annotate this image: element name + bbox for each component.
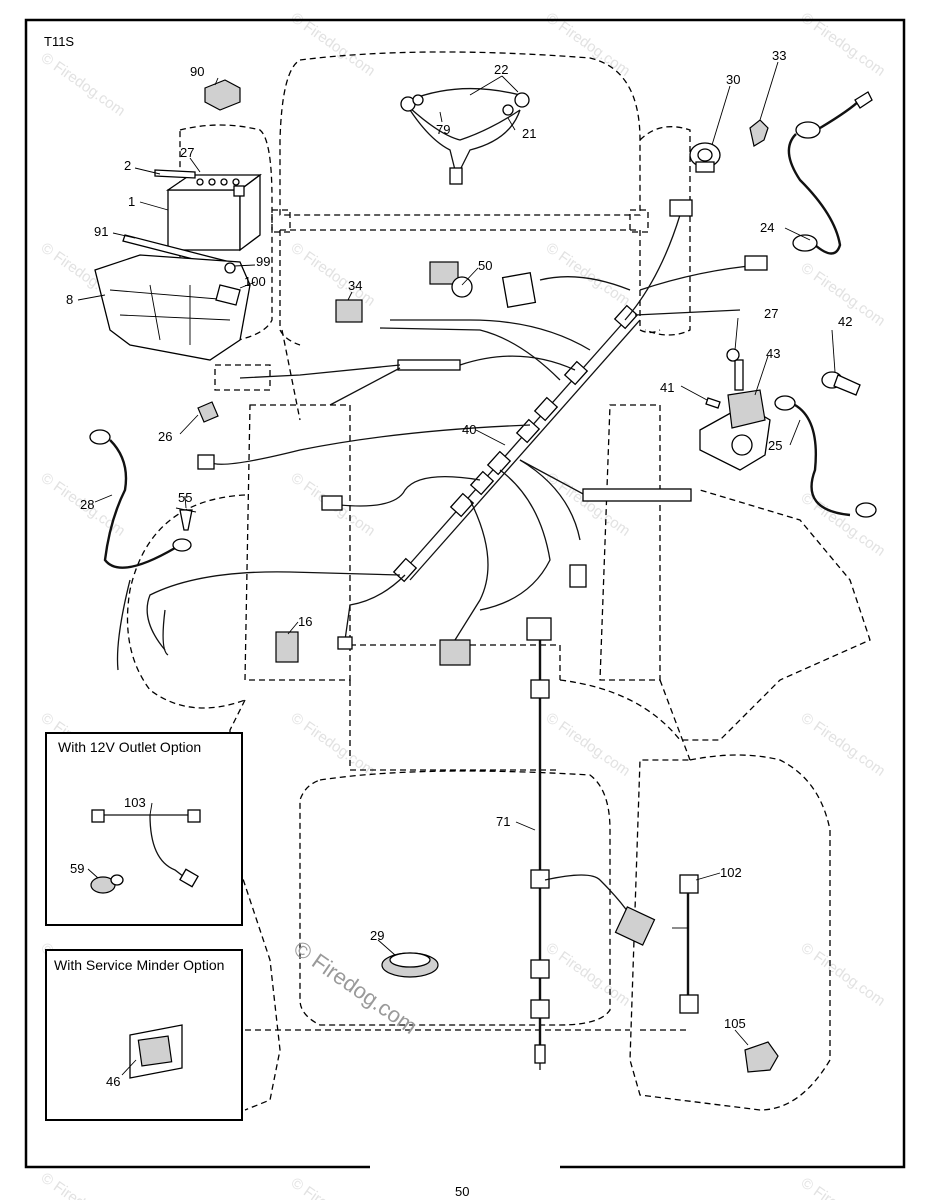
- battery-bolt: [154, 169, 196, 179]
- part-label: 71: [496, 814, 510, 829]
- part-label: 103: [124, 795, 146, 810]
- part-label: 27: [764, 306, 778, 321]
- bolt-55: [175, 507, 197, 531]
- part-label: 99: [256, 254, 270, 269]
- watermark: © Firedog.com: [543, 709, 634, 779]
- part-label: 42: [838, 314, 852, 329]
- diagram-code: T11S: [44, 34, 74, 49]
- bolt-41: [705, 397, 721, 409]
- part-label: 24: [760, 220, 774, 235]
- fuse-26: [197, 401, 219, 423]
- part-label: 33: [772, 48, 786, 63]
- alarm-29: [381, 952, 439, 978]
- leader-lines: [77, 61, 836, 1076]
- part-label: 34: [348, 278, 362, 293]
- solenoid-43: [699, 348, 771, 471]
- sensor-105: [744, 1041, 779, 1073]
- part-label: 55: [178, 490, 192, 505]
- part-label: 28: [80, 497, 94, 512]
- battery-cable-24: [787, 91, 873, 255]
- cable-28: [89, 429, 192, 569]
- ignition-key: [749, 119, 769, 147]
- page-number-gap: [370, 1160, 560, 1174]
- part-label: 27: [180, 145, 194, 160]
- terminal-42: [821, 371, 861, 396]
- harness-102: [672, 874, 699, 1014]
- loose-lead: [116, 579, 131, 671]
- part-label: 40: [462, 422, 476, 437]
- watermark: © Firedog.com: [288, 239, 379, 309]
- main-harness-40: [146, 199, 768, 666]
- ground-wire: [162, 609, 169, 656]
- watermark: © Firedog.com: [798, 489, 889, 559]
- part-label: 1: [128, 194, 135, 209]
- battery: [167, 189, 241, 251]
- ignition-switch: [689, 142, 721, 173]
- part-label: 50: [478, 258, 492, 273]
- page-number: 50: [455, 1184, 469, 1199]
- inset-title: With Service Minder Option: [54, 957, 224, 973]
- part-label: 16: [298, 614, 312, 629]
- part-label: 22: [494, 62, 508, 77]
- part-label: 59: [70, 861, 84, 876]
- part-label: 8: [66, 292, 73, 307]
- watermark: © Firedog.com: [798, 1174, 889, 1200]
- watermark: © Firedog.com: [798, 939, 889, 1009]
- battery-assembly: [94, 169, 262, 361]
- part-label: 102: [720, 865, 742, 880]
- watermark: © Firedog.com: [38, 49, 129, 119]
- switch-16: [275, 631, 299, 663]
- part-label: 100: [244, 274, 266, 289]
- watermark: © Firedog.com: [798, 709, 889, 779]
- part-label: 2: [124, 158, 131, 173]
- part-label: 25: [768, 438, 782, 453]
- part-label: 30: [726, 72, 740, 87]
- battery-tray: [94, 254, 251, 361]
- watermark: © Firedog.com: [288, 709, 379, 779]
- inset-12v-outlet: With 12V Outlet Option: [45, 732, 243, 926]
- headlight-harness: [400, 87, 530, 185]
- relay-34: [335, 299, 363, 323]
- center-watermark: © Firedog.com: [289, 936, 422, 1039]
- part-labels: 90 22 79 21 30 33 2 27 1 91 99 100 8 24 …: [66, 48, 852, 1089]
- watermark: © Firedog.com: [543, 939, 634, 1009]
- part-label: 26: [158, 429, 172, 444]
- battery-clip: [215, 284, 241, 306]
- tray-screw: [224, 262, 236, 274]
- part-label: 79: [436, 122, 450, 137]
- part-label: 90: [190, 64, 204, 79]
- part-label: 91: [94, 224, 108, 239]
- watermark: © Firedog.com: [288, 1174, 379, 1200]
- harness-71: [526, 617, 656, 1070]
- part-label: 29: [370, 928, 384, 943]
- cable-25: [774, 395, 877, 518]
- inset-service-minder: With Service Minder Option: [45, 949, 243, 1121]
- part-label: 46: [106, 1074, 120, 1089]
- connector-90: [204, 79, 241, 111]
- switch-50: [429, 261, 473, 298]
- part-label: 41: [660, 380, 674, 395]
- watermark: © Firedog.com: [543, 239, 634, 309]
- watermark: © Firedog.com: [38, 1169, 129, 1200]
- part-label: 105: [724, 1016, 746, 1031]
- part-label: 43: [766, 346, 780, 361]
- inset-title: With 12V Outlet Option: [58, 739, 201, 755]
- part-label: 21: [522, 126, 536, 141]
